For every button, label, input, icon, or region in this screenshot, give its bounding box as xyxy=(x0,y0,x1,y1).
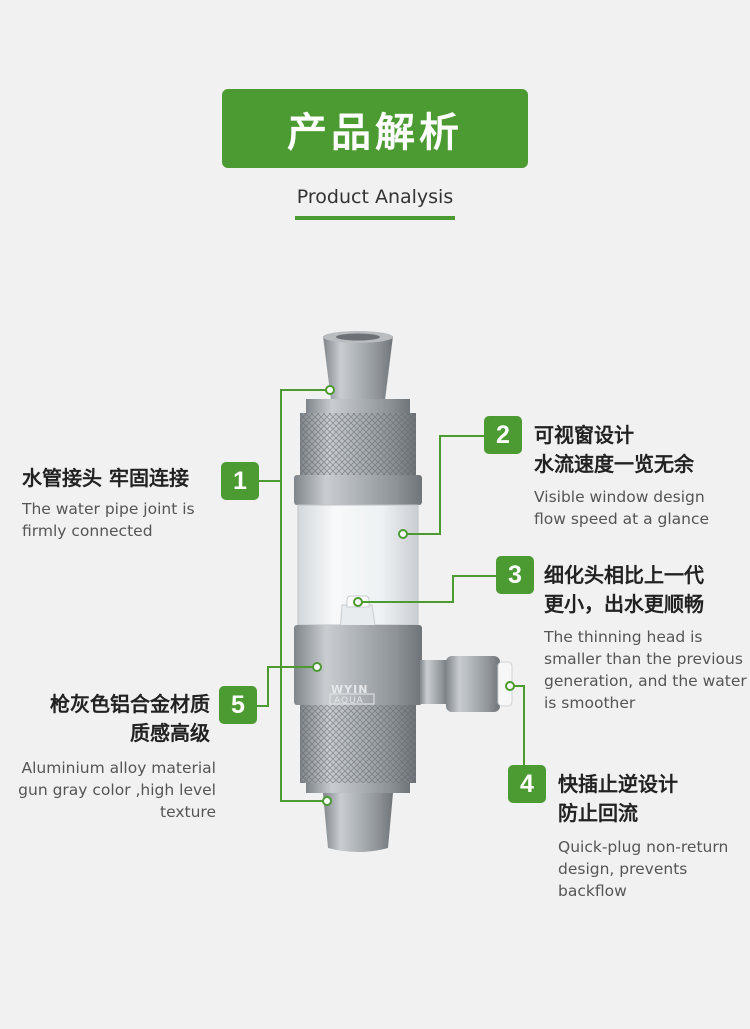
feature-1-desc: The water pipe joint is firmly connected xyxy=(22,500,195,540)
feature-2-desc: Visible window design flow speed at a gl… xyxy=(534,488,710,528)
badge-1: 1 xyxy=(221,462,259,500)
badge-4: 4 xyxy=(508,765,546,803)
top-nozzle xyxy=(323,336,393,400)
brand-logo-sub: AQUA xyxy=(334,696,364,706)
page-title: 产品解析 xyxy=(287,109,463,156)
feature-5-desc: Aluminium alloy material gun gray color … xyxy=(18,759,216,821)
feature-4-desc: Quick-plug non-return design, prevents b… xyxy=(558,838,729,900)
alloy-body xyxy=(294,625,422,705)
badge-3: 3 xyxy=(496,556,534,594)
feature-4-title: 快插止逆设计 防止回流 xyxy=(558,772,678,825)
feature-3-desc: The thinning head is smaller than the pr… xyxy=(544,628,747,712)
brand-logo: WYIN xyxy=(331,683,368,696)
badge-2: 2 xyxy=(484,416,522,454)
feature-3-title: 细化头相比上一代 更小，出水更顺畅 xyxy=(544,563,704,616)
title-banner: 产品解析 xyxy=(222,89,528,168)
feature-1-title: 水管接头 牢固连接 xyxy=(22,466,189,490)
bottom-nozzle xyxy=(323,793,393,852)
quick-plug xyxy=(420,660,448,704)
subtitle-underline xyxy=(295,216,455,220)
badge-5: 5 xyxy=(219,686,257,724)
feature-2-title: 可视窗设计 水流速度一览无余 xyxy=(534,423,694,476)
page-subtitle: Product Analysis xyxy=(296,186,454,208)
feature-5-title: 枪灰色铝合金材质 质感高级 xyxy=(50,692,210,745)
